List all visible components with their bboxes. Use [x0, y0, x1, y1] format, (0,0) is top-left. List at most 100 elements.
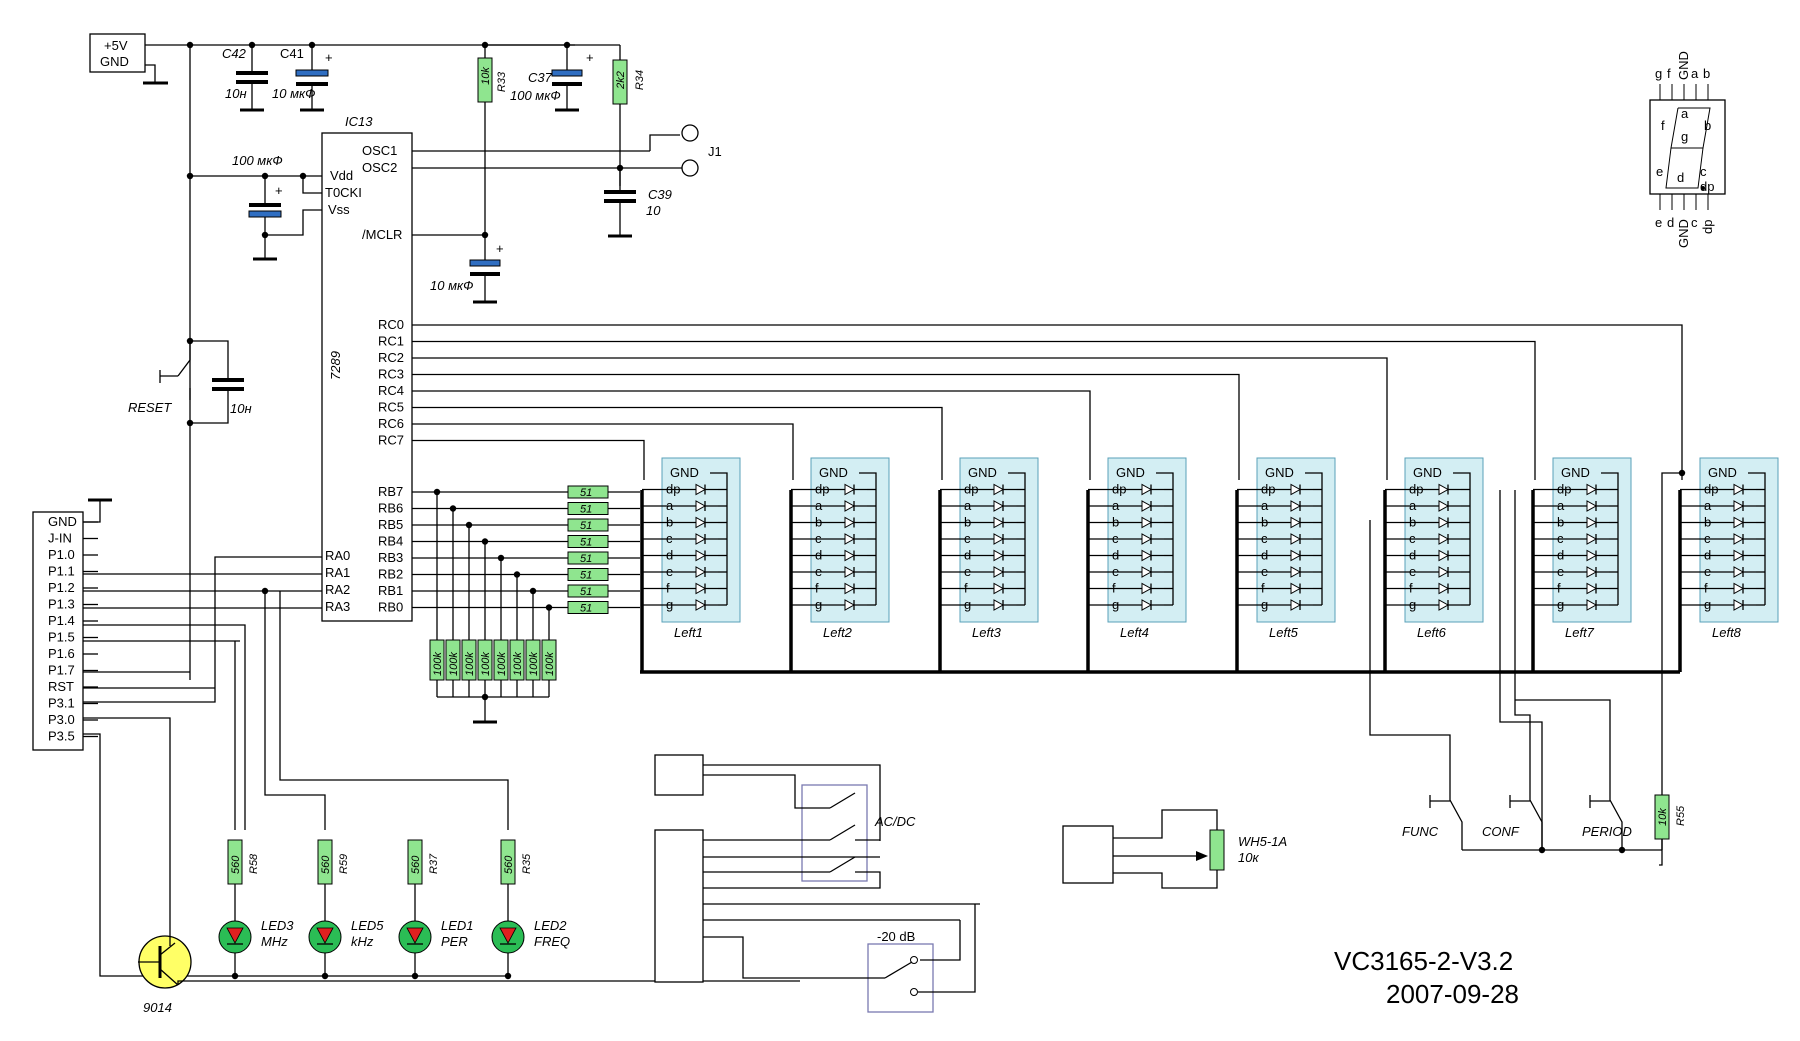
svg-text:f: f — [1661, 118, 1665, 133]
svg-text:560: 560 — [320, 855, 332, 874]
series-resistor-value: 51 — [580, 603, 592, 615]
button-period[interactable]: PERIOD — [1582, 790, 1632, 850]
svg-text:OSC2: OSC2 — [362, 160, 397, 175]
rc-pin-label: RC7 — [378, 433, 404, 448]
series-resistor-value: 51 — [580, 537, 592, 549]
rc-pin-label: RC2 — [378, 350, 404, 365]
ic-ref: IC13 — [345, 114, 373, 129]
svg-text:b: b — [1704, 118, 1711, 133]
svg-text:WH5-1A: WH5-1A — [1238, 834, 1287, 849]
digit-label: Left7 — [1565, 625, 1595, 640]
svg-text:R35: R35 — [521, 853, 533, 874]
svg-text:9014: 9014 — [143, 1000, 172, 1015]
connector-pin-label: J-IN — [48, 531, 72, 546]
digit-pin-label: GND — [968, 465, 997, 480]
digit-label: Left2 — [823, 625, 853, 640]
svg-text:560: 560 — [503, 855, 515, 874]
legend-top-pin: a — [1691, 66, 1699, 81]
digit-label: Left6 — [1417, 625, 1447, 640]
digit-pin-label: GND — [1265, 465, 1294, 480]
rb-pin-label: RB2 — [378, 567, 403, 582]
transistor-9014: 9014 — [138, 935, 800, 1015]
svg-text:10k: 10k — [480, 67, 492, 85]
pot-connector-block — [1062, 825, 1114, 884]
digit-pin-label: GND — [1708, 465, 1737, 480]
svg-text:MHz: MHz — [261, 934, 288, 949]
legend-bottom-pin: dp — [1700, 220, 1715, 234]
connector-pin-label: P1.2 — [48, 580, 75, 595]
svg-text:e: e — [1656, 164, 1663, 179]
svg-text:RA1: RA1 — [325, 565, 350, 580]
rb-pin-label: RB6 — [378, 501, 403, 516]
digit-pin-label: GND — [819, 465, 848, 480]
ra-connections — [83, 556, 509, 977]
svg-text:LED1: LED1 — [441, 918, 474, 933]
rc-pin-label: RC3 — [378, 367, 404, 382]
rc-lines — [412, 324, 1686, 866]
svg-text:10к: 10к — [1238, 850, 1259, 865]
button-conf[interactable]: CONF — [1482, 790, 1543, 850]
pulldown-value: 100k — [464, 652, 476, 676]
j1-terminal-2 — [681, 159, 699, 177]
capacitor-c42: C42 10н — [222, 45, 268, 112]
connector-pin-label: P3.5 — [48, 729, 75, 744]
legend-top-pin: f — [1667, 66, 1671, 81]
svg-text:T0CKI: T0CKI — [325, 185, 362, 200]
connector-pin-label: P1.6 — [48, 646, 75, 661]
series-resistor-value: 51 — [580, 487, 592, 499]
rb-pin-label: RB1 — [378, 583, 403, 598]
svg-text:2k2: 2k2 — [615, 71, 627, 90]
button-func[interactable]: FUNC — [1402, 790, 1463, 850]
rb-pin-label: RB3 — [378, 550, 403, 565]
legend-bottom-pin: GND — [1676, 219, 1691, 248]
svg-text:10н: 10н — [225, 86, 247, 101]
legend-top-pin: g — [1655, 66, 1662, 81]
rc-pin-label: RC5 — [378, 400, 404, 415]
svg-text:LED3: LED3 — [261, 918, 294, 933]
digit-label: Left4 — [1120, 625, 1149, 640]
pulldown-value: 100k — [544, 652, 556, 676]
svg-text:kHz: kHz — [351, 934, 374, 949]
connector-pin-label: P1.3 — [48, 597, 75, 612]
svg-text:-20 dB: -20 dB — [877, 929, 915, 944]
svg-text:PERIOD: PERIOD — [1582, 824, 1632, 839]
svg-text:C39: C39 — [648, 187, 672, 202]
svg-text:10 мкФ: 10 мкФ — [430, 278, 473, 293]
pulldown-value: 100k — [528, 652, 540, 676]
svg-text:/MCLR: /MCLR — [362, 227, 402, 242]
model-label: VC3165-2-V3.2 — [1334, 946, 1513, 976]
svg-text:Vdd: Vdd — [330, 168, 353, 183]
svg-text:RA2: RA2 — [325, 582, 350, 597]
legend-top-pin: GND — [1676, 51, 1691, 80]
svg-text:g: g — [1681, 129, 1688, 144]
svg-text:a: a — [1681, 106, 1689, 121]
svg-text:100 мкФ: 100 мкФ — [232, 153, 283, 168]
date-label: 2007-09-28 — [1386, 979, 1519, 1009]
svg-text:+: + — [496, 241, 504, 256]
connector-pin-label: P1.4 — [48, 613, 75, 628]
digit-label: Left3 — [972, 625, 1002, 640]
power-label-gnd: GND — [100, 54, 129, 69]
rb-pin-label: RB4 — [378, 534, 403, 549]
oscillator-network: J1 C39 10 — [412, 124, 722, 238]
j1-terminal-1 — [681, 124, 699, 142]
rc-pin-label: RC4 — [378, 383, 404, 398]
acdc-switch: AC/DC — [654, 754, 980, 983]
digit-label: Left1 — [674, 625, 703, 640]
svg-text:100 мкФ: 100 мкФ — [510, 88, 561, 103]
svg-text:10k: 10k — [1657, 808, 1669, 826]
svg-text:R37: R37 — [428, 853, 440, 874]
connector-pin-label: P1.7 — [48, 663, 75, 678]
